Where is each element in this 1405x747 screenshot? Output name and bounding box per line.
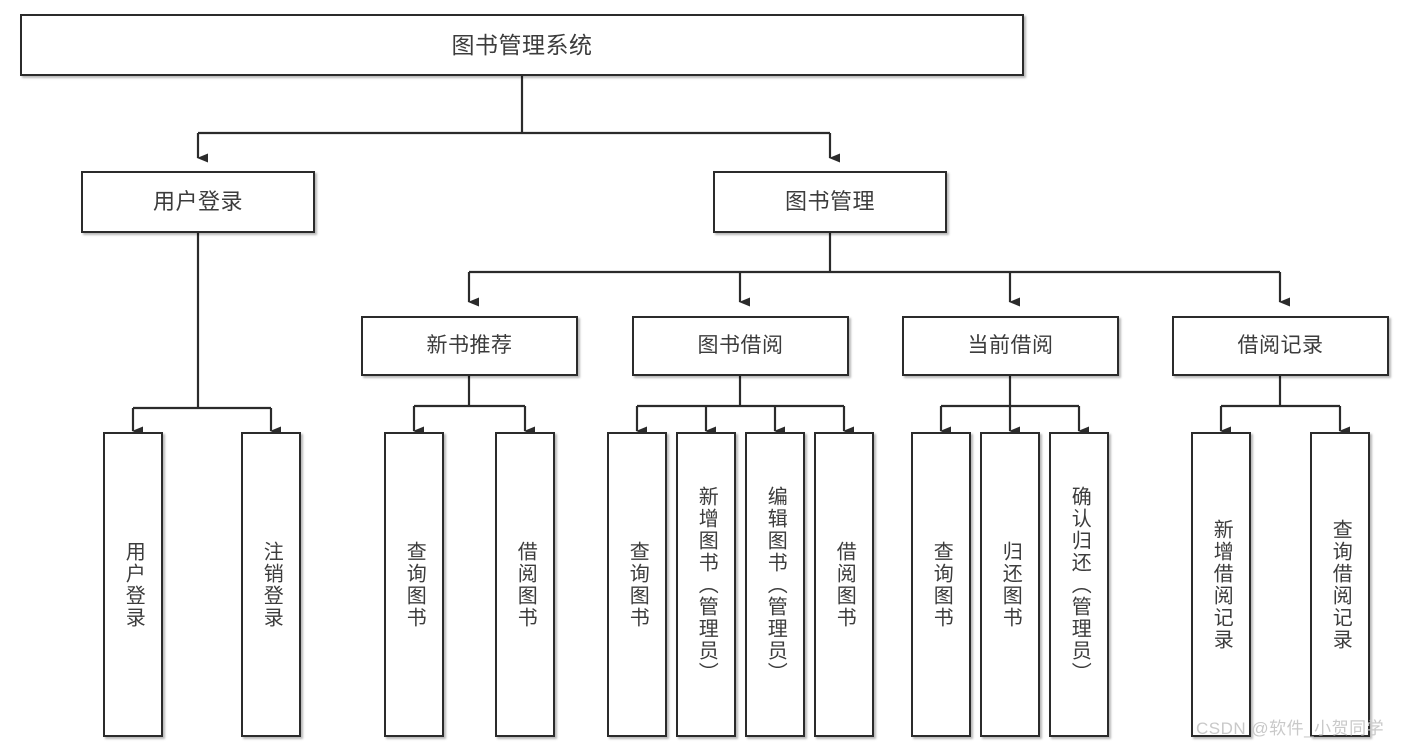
- node-label: 当前借阅: [967, 333, 1054, 357]
- node-root-book-management-system[interactable]: 图书管理系统: [20, 14, 1024, 76]
- leaf-borrow-book[interactable]: 借阅图书: [814, 432, 874, 737]
- leaf-add-book-admin[interactable]: 新增图书（管理员）: [676, 432, 736, 737]
- leaf-logout[interactable]: 注销登录: [241, 432, 301, 737]
- node-label: 查询图书: [930, 541, 953, 629]
- node-label: 查询借阅记录: [1329, 519, 1352, 651]
- node-label: 图书管理系统: [451, 31, 593, 58]
- leaf-query-borrow-record[interactable]: 查询借阅记录: [1310, 432, 1370, 737]
- node-label: 确认归还（管理员）: [1068, 486, 1091, 684]
- leaf-confirm-return-admin[interactable]: 确认归还（管理员）: [1049, 432, 1109, 737]
- node-label: 用户登录: [152, 189, 243, 215]
- node-label: 用户登录: [122, 541, 145, 629]
- node-label: 图书借阅: [697, 333, 784, 357]
- node-label: 查询图书: [626, 541, 649, 629]
- leaf-user-login[interactable]: 用户登录: [103, 432, 163, 737]
- leaf-return-book[interactable]: 归还图书: [980, 432, 1040, 737]
- node-label: 归还图书: [999, 541, 1022, 629]
- node-borrowing-record[interactable]: 借阅记录: [1172, 316, 1389, 376]
- node-user-login[interactable]: 用户登录: [81, 171, 315, 233]
- leaf-query-book-new[interactable]: 查询图书: [384, 432, 444, 737]
- node-label: 借阅图书: [833, 541, 856, 629]
- leaf-query-book-current[interactable]: 查询图书: [911, 432, 971, 737]
- watermark-csdn: CSDN @软件_小贺同学: [1196, 719, 1385, 738]
- node-book-management[interactable]: 图书管理: [713, 171, 947, 233]
- node-new-book-recommendation[interactable]: 新书推荐: [361, 316, 578, 376]
- node-label: 注销登录: [260, 541, 283, 629]
- node-label: 借阅记录: [1237, 333, 1324, 357]
- node-label: 编辑图书（管理员）: [764, 486, 787, 684]
- node-label: 新增借阅记录: [1210, 519, 1233, 651]
- node-label: 新增图书（管理员）: [695, 486, 718, 684]
- node-label: 借阅图书: [514, 541, 537, 629]
- leaf-edit-book-admin[interactable]: 编辑图书（管理员）: [745, 432, 805, 737]
- leaf-add-borrow-record[interactable]: 新增借阅记录: [1191, 432, 1251, 737]
- node-book-borrowing[interactable]: 图书借阅: [632, 316, 849, 376]
- node-label: 图书管理: [784, 189, 875, 215]
- node-current-borrowing[interactable]: 当前借阅: [902, 316, 1119, 376]
- node-label: 新书推荐: [426, 333, 513, 357]
- node-label: 查询图书: [403, 541, 426, 629]
- leaf-borrow-book-new[interactable]: 借阅图书: [495, 432, 555, 737]
- leaf-query-book-borrow[interactable]: 查询图书: [607, 432, 667, 737]
